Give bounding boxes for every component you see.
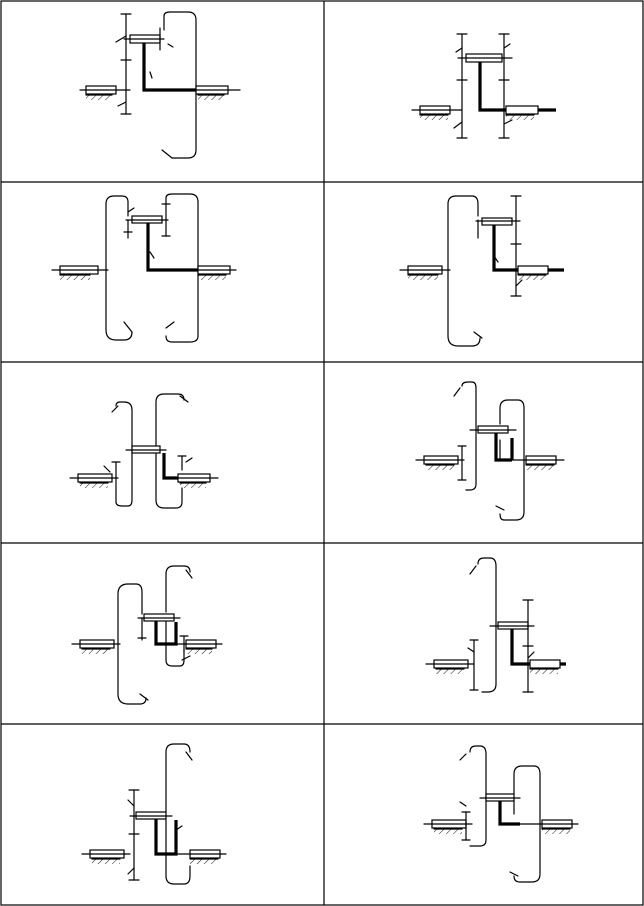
scheme-5 [69, 393, 219, 509]
scheme-4 [399, 195, 564, 347]
scheme-8 [425, 557, 566, 693]
scheme-2 [411, 33, 556, 139]
scheme-7 [71, 565, 223, 705]
scheme-3 [51, 193, 237, 343]
scheme-1 [79, 11, 241, 159]
scheme-10 [423, 745, 579, 883]
scheme-9 [81, 743, 227, 885]
scheme-6 [415, 381, 565, 521]
